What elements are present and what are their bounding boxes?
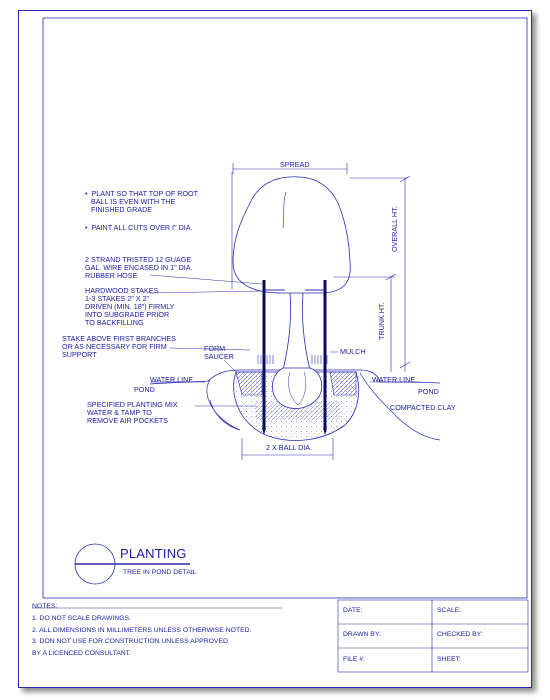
leader-lines [149,274,420,407]
mulch-label: MULCH [340,347,366,356]
drawing-title: PLANTING [120,546,187,561]
root-ball [271,367,323,409]
checked-by-field: CHECKED BY: [437,631,483,638]
planting-mix-label: SPECIFIED PLANTING MIX WATER & TAMP TO R… [87,400,178,425]
pond-left-label: POND [134,385,155,394]
saucer-left [235,371,263,396]
height-dimensions [333,175,411,372]
sheet-field: SHEET: [437,656,461,663]
drawing-frame [42,17,528,599]
spread-dimension [231,163,348,290]
mulch-marks [257,355,328,364]
tree-canopy [232,176,351,294]
title-block [337,599,529,673]
notes-heading: NOTES: [32,603,58,610]
overall-ht-label: OVERALL HT. [390,206,399,252]
saucer-right [329,371,357,396]
note-item: BY A LICENCED CONSULTANT. [32,650,131,658]
stakes-label: HARDWOOD STAKES 1-3 STAKES 2" X 2" DRIVE… [85,286,175,327]
tree-trunk [282,292,311,371]
pond-right-label: POND [418,387,439,396]
note-plant: • PLANT SO THAT TOP OF ROOT BALL IS EVEN… [85,189,199,214]
spread-label: SPREAD [280,160,310,169]
stake-above-label: STAKE ABOVE FIRST BRANCHES OR AS NECESSA… [62,334,176,359]
note-item: 1. DO NOT SCALE DRAWINGS. [32,614,131,622]
wire-label: 2 STRAND TRISTED 12 GUAGE GAL. WIRE ENCA… [85,255,193,280]
water-line-right-label: WATER LINE [372,375,416,384]
ball-dia-dimension [241,438,334,460]
water-line-left-label: WATER LINE [150,375,194,384]
note-item: 3. DON NOT USE FOR CONSTRUCTION UNLESS A… [32,638,228,646]
title-symbol-icon [74,543,190,585]
notes-block: NOTES: 1. DO NOT SCALE DRAWINGS. 2. ALL … [32,601,251,660]
compacted-clay-label: COMPACTED CLAY [390,403,456,412]
note-item: 2. ALL DIMENSIONS IN MILLIMETERS UNLESS … [32,626,252,634]
date-field: DATE: [343,607,363,614]
drawn-by-field: DRAWN BY: [343,631,381,638]
drawing-sheet [18,10,532,688]
ball-dia-label: 2 X BALL DIA. [266,443,313,452]
form-saucer-label: FORM SAUCER [204,344,234,361]
note-paint: • PAINT ALL CUTS OVER I" DIA. [85,223,193,232]
clay-right [359,372,441,441]
file-number-field: FILE #: [343,656,365,663]
drawing-subtitle: TREE IN POND DETAIL [123,569,197,576]
scale-field: SCALE: [437,607,462,614]
trunk-ht-label: TRUNK HT. [377,302,386,340]
